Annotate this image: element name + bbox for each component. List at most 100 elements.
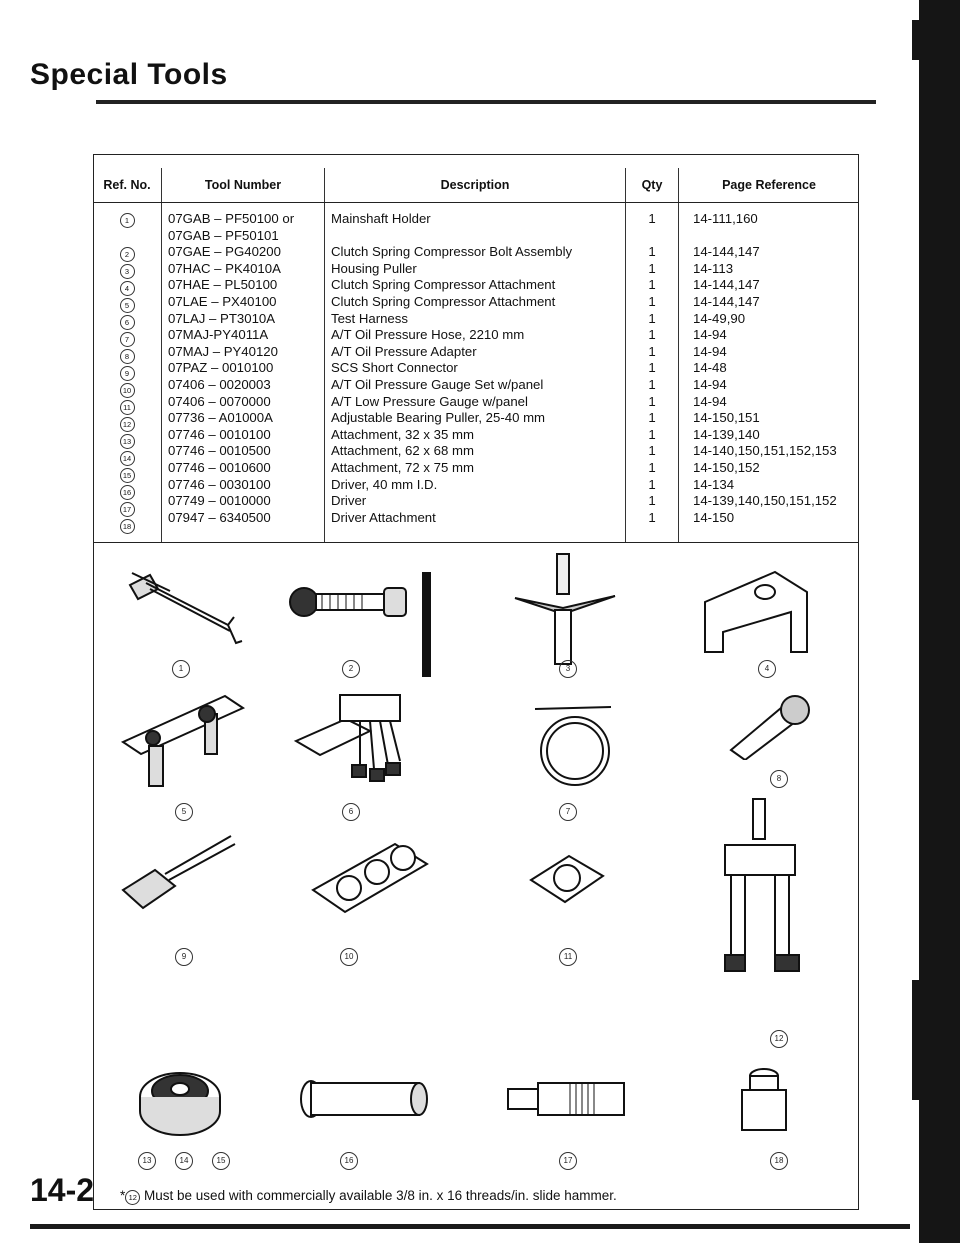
tool-qty: 1 bbox=[648, 443, 656, 459]
page-reference-column: 14-111,160 14-144,147 14-113 14-144,147 … bbox=[678, 202, 859, 543]
page-reference: 14-94 bbox=[693, 393, 727, 409]
figure-label: 18 bbox=[770, 1152, 788, 1170]
tool-description: Driver, 40 mm I.D. bbox=[331, 476, 438, 492]
ref-circle: 1 bbox=[119, 213, 135, 228]
ref-circle: 2 bbox=[119, 246, 135, 262]
oil-pressure-adapter-drawing bbox=[729, 695, 810, 760]
ref-circle: 11 bbox=[119, 399, 135, 415]
ref-circle: 13 bbox=[119, 433, 135, 449]
tool-number: 07GAB – PF50101 bbox=[168, 227, 279, 243]
tool-description: Clutch Spring Compressor Attachment bbox=[331, 293, 556, 309]
tool-description: Attachment, 72 x 75 mm bbox=[331, 459, 474, 475]
ref-circle: 6 bbox=[119, 314, 135, 330]
header-qty: Qty bbox=[625, 168, 679, 203]
side-tab-mark bbox=[422, 572, 431, 677]
ref-circle: 7 bbox=[119, 331, 135, 347]
tool-description: Clutch Spring Compressor Attachment bbox=[331, 277, 556, 293]
figure-label: 17 bbox=[559, 1152, 577, 1170]
tool-number: 07749 – 0010000 bbox=[168, 493, 271, 509]
page-edge-notch bbox=[912, 20, 926, 60]
ref-circle: 18 bbox=[119, 518, 135, 534]
tool-number: 07PAZ – 0010100 bbox=[168, 360, 274, 376]
table-header-row: Ref. No. Tool Number Description Qty Pag… bbox=[93, 168, 859, 203]
tool-qty: 1 bbox=[648, 211, 656, 226]
tool-qty: 1 bbox=[648, 343, 656, 359]
ref-circle: 10 bbox=[119, 382, 135, 398]
figure-label: 14 bbox=[175, 1152, 193, 1170]
tool-description: A/T Oil Pressure Adapter bbox=[331, 343, 477, 359]
tool-description: Housing Puller bbox=[331, 260, 417, 276]
tool-number: 07406 – 0020003 bbox=[168, 376, 271, 392]
figure-label: 8 bbox=[770, 770, 788, 788]
tool-number: 07406 – 0070000 bbox=[168, 393, 271, 409]
figure-label: 9 bbox=[175, 948, 193, 966]
page-reference: 14-144,147 bbox=[693, 277, 760, 293]
tool-description: Adjustable Bearing Puller, 25-40 mm bbox=[331, 410, 546, 426]
tool-description: Test Harness bbox=[331, 310, 408, 326]
bearing-puller-drawing bbox=[724, 798, 800, 972]
ref-circle: 17 bbox=[119, 501, 135, 517]
tools-frame bbox=[93, 154, 859, 1210]
page-reference: 14-144,147 bbox=[693, 293, 760, 309]
ref-circle: 5 bbox=[119, 297, 135, 313]
housing-puller-drawing bbox=[514, 553, 616, 665]
ref-circle: 9 bbox=[119, 365, 135, 381]
figure-label: 2 bbox=[342, 660, 360, 678]
tool-description: Mainshaft Holder bbox=[331, 211, 431, 226]
table-body-row: 1 2 3 4 5 6 7 8 9 10 11 12 13 14 15 16 1… bbox=[93, 202, 859, 543]
ref-circle: 16 bbox=[119, 484, 135, 500]
tool-number: 07947 – 6340500 bbox=[168, 509, 271, 525]
tool-number: 07HAC – PK4010A bbox=[168, 260, 281, 276]
header-page-reference: Page Reference bbox=[678, 168, 859, 203]
tool-qty: 1 bbox=[648, 476, 656, 492]
tool-qty: 1 bbox=[648, 327, 656, 343]
figure-label: 10 bbox=[340, 948, 358, 966]
tool-description: Clutch Spring Compressor Bolt Assembly bbox=[331, 244, 573, 260]
figure-label: 1 bbox=[172, 660, 190, 678]
tool-number-column: 07GAB – PF50100 or 07GAB – PF50101 07GAE… bbox=[161, 202, 325, 543]
page-edge-notch bbox=[912, 980, 926, 1100]
tool-description: A/T Oil Pressure Hose, 2210 mm bbox=[331, 327, 525, 343]
tool-description: Driver bbox=[331, 493, 367, 509]
page-reference: 14-150,152 bbox=[693, 459, 760, 475]
tool-number: 07746 – 0010600 bbox=[168, 459, 271, 475]
ref-circle: 4 bbox=[119, 280, 135, 296]
oil-pressure-hose-drawing bbox=[534, 706, 612, 786]
page-reference: 14-49,90 bbox=[693, 310, 746, 326]
compressor-attachment-drawing bbox=[704, 570, 808, 653]
page-reference: 14-139,140,150,151,152 bbox=[693, 493, 837, 509]
tool-qty: 1 bbox=[648, 310, 656, 326]
tool-qty: 1 bbox=[648, 459, 656, 475]
bottom-rule bbox=[30, 1224, 910, 1229]
header-ref: Ref. No. bbox=[93, 168, 162, 203]
description-column: Mainshaft Holder Clutch Spring Compresso… bbox=[324, 202, 626, 543]
driver-drawing bbox=[507, 1082, 625, 1116]
figure-label: 4 bbox=[758, 660, 776, 678]
header-description: Description bbox=[324, 168, 626, 203]
header-tool-number: Tool Number bbox=[161, 168, 325, 203]
page-reference: 14-140,150,151,152,153 bbox=[693, 443, 837, 459]
test-harness-drawing bbox=[293, 694, 401, 782]
tool-qty: 1 bbox=[648, 244, 656, 260]
ref-circle: 12 bbox=[119, 416, 135, 432]
tool-description: Driver Attachment bbox=[331, 509, 436, 525]
footnote: *12 Must be used with commercially avail… bbox=[120, 1188, 617, 1205]
tool-qty: 1 bbox=[648, 493, 656, 509]
ref-circle: 14 bbox=[119, 450, 135, 466]
page-reference: 14-94 bbox=[693, 376, 727, 392]
tool-number: 07MAJ – PY40120 bbox=[168, 343, 278, 359]
low-pressure-gauge-drawing bbox=[529, 854, 605, 904]
tool-description: Attachment, 62 x 68 mm bbox=[331, 443, 474, 459]
page-reference: 14-150,151 bbox=[693, 410, 760, 426]
driver-40mm-drawing bbox=[300, 1080, 428, 1118]
ref-circle: 8 bbox=[119, 348, 135, 364]
page-reference: 14-144,147 bbox=[693, 244, 760, 260]
mainshaft-holder-drawing bbox=[128, 572, 243, 645]
page-reference: 14-134 bbox=[693, 476, 735, 492]
ref-circle: 15 bbox=[119, 467, 135, 483]
figure-label: 12 bbox=[770, 1030, 788, 1048]
pressure-gauge-set-drawing bbox=[311, 842, 429, 914]
footnote-ref-circle: 12 bbox=[125, 1190, 141, 1205]
ref-column: 1 2 3 4 5 6 7 8 9 10 11 12 13 14 15 16 1… bbox=[93, 202, 162, 543]
tool-number: 07LAE – PX40100 bbox=[168, 293, 277, 309]
